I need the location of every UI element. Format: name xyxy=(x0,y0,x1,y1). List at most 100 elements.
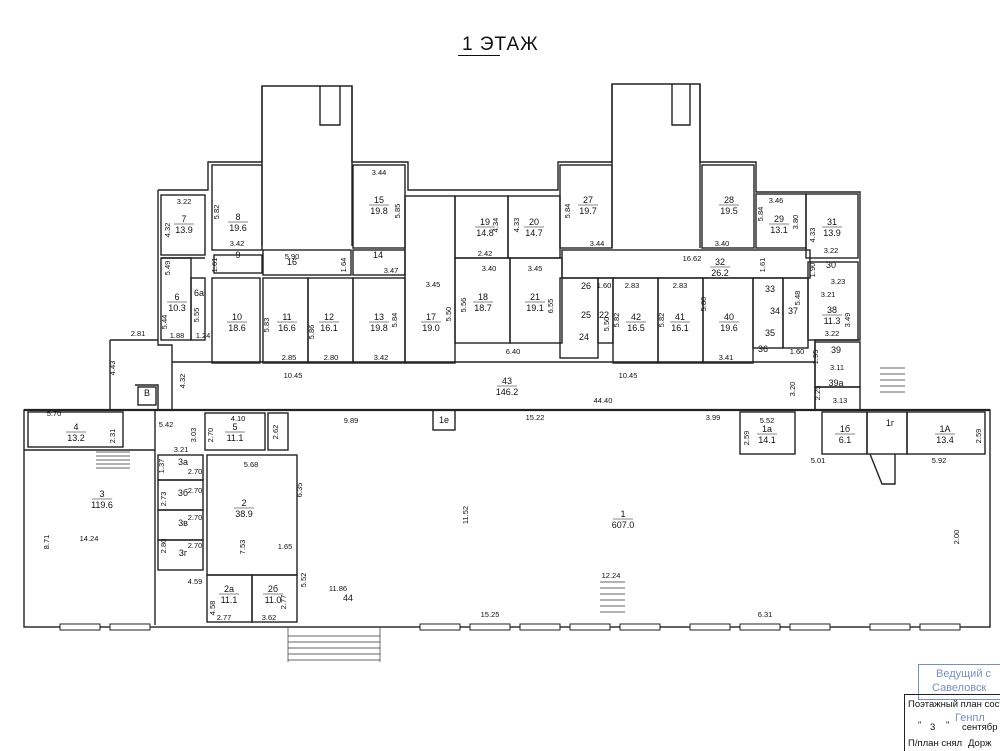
dimension-label: 2.59 xyxy=(742,431,751,446)
dimension-label: 2.80 xyxy=(159,539,168,554)
room-number-r32: 32 xyxy=(715,257,725,267)
stamp-line-1: Ведущий с xyxy=(936,668,992,680)
dimension-label: 3.22 xyxy=(824,246,839,255)
dimension-label: 5.84 xyxy=(390,313,399,328)
room-area-r20: 14.7 xyxy=(525,228,543,238)
room-number-r27: 27 xyxy=(583,195,593,205)
dimension-label: 10.45 xyxy=(619,371,638,380)
room-area-r13: 19.8 xyxy=(370,323,388,333)
room-number-r5: 5 xyxy=(232,422,237,432)
dimension-label: 5.56 xyxy=(459,298,468,313)
room-number-r28: 28 xyxy=(724,195,734,205)
room-number-r16: 16 xyxy=(287,257,297,267)
room-number-r3a: 3а xyxy=(178,457,188,467)
dimension-label: 5.42 xyxy=(159,420,174,429)
stairs xyxy=(96,367,905,662)
dimension-label: 5.52 xyxy=(299,573,308,588)
dimension-label: 2.83 xyxy=(625,281,640,290)
note-quote-close: " xyxy=(946,720,950,731)
dimension-label: 4.10 xyxy=(231,414,246,423)
room-number-r19: 19 xyxy=(480,217,490,227)
room-number-r33: 33 xyxy=(765,284,775,294)
dimension-label: 3.49 xyxy=(843,313,852,328)
dimension-label: 11.86 xyxy=(329,584,347,593)
room-number-r17: 17 xyxy=(426,312,436,322)
room-number-r39a: 39а xyxy=(828,378,843,388)
dimension-label: 5.82 xyxy=(212,205,221,220)
room-number-r22: 22 xyxy=(599,310,609,320)
dimension-label: 5.85 xyxy=(393,204,402,219)
room-number-r3v: 3в xyxy=(178,518,188,528)
dimension-label: 5.92 xyxy=(932,456,947,465)
room-area-r2b: 11.0 xyxy=(265,595,282,605)
dimension-label: 2.70 xyxy=(188,486,203,495)
note-month: сентябр xyxy=(962,722,998,733)
plan-title: 1 ЭТАЖ xyxy=(462,34,539,55)
room-area-r12: 16.1 xyxy=(320,323,338,333)
dimension-label: 3.45 xyxy=(426,280,441,289)
room-number-r1A: 1А xyxy=(939,424,950,434)
room-area-r1A: 13.4 xyxy=(936,435,954,445)
dimension-label: 5.48 xyxy=(793,291,802,306)
room-area-r27: 19.7 xyxy=(579,206,597,216)
room-area-r1: 607.0 xyxy=(612,520,635,530)
room-number-r2b: 2б xyxy=(268,584,278,594)
room-number-r21: 21 xyxy=(530,292,540,302)
room-number-r25: 25 xyxy=(581,310,591,320)
room-number-r2: 2 xyxy=(241,498,246,508)
dimension-label: 1.65 xyxy=(278,542,293,551)
room-number-r1g: 1г xyxy=(886,418,895,428)
dimension-label: 5.44 xyxy=(160,315,169,330)
dimension-label: 6.55 xyxy=(546,299,555,314)
dimension-label: 3.22 xyxy=(825,329,840,338)
dimension-label: 2.00 xyxy=(952,530,961,545)
room-number-r39: 39 xyxy=(831,345,841,355)
dimension-label: 4.43 xyxy=(108,361,117,376)
dimension-label: 1.61 xyxy=(210,258,219,273)
room-area-r40: 19.6 xyxy=(720,323,738,333)
dimension-label: 2.31 xyxy=(108,429,117,444)
stair-left xyxy=(96,451,130,469)
dimension-label: 4.32 xyxy=(178,374,187,389)
dimension-label: 1.95 xyxy=(811,350,820,365)
stair-right xyxy=(880,367,905,393)
dimension-label: 7.53 xyxy=(238,540,247,555)
room-number-r14: 14 xyxy=(373,250,383,260)
room-area-r7: 13.9 xyxy=(175,225,193,235)
room-area-r2: 38.9 xyxy=(235,509,253,519)
room-number-r4: 4 xyxy=(73,422,78,432)
dimension-label: 12.24 xyxy=(602,571,621,580)
room-area-r32: 26.2 xyxy=(711,268,729,278)
dimension-label: 2.73 xyxy=(159,492,168,507)
dimension-label: 3.11 xyxy=(830,363,844,372)
dimension-label: 6.35 xyxy=(295,483,304,498)
room-area-r18: 18.7 xyxy=(474,303,492,313)
dimension-label: 1.60 xyxy=(790,347,805,356)
room-area-r21: 19.1 xyxy=(526,303,544,313)
dimension-label: 3.45 xyxy=(528,264,543,273)
room-area-r29: 13.1 xyxy=(770,225,788,235)
room-number-r44: 44 xyxy=(343,593,353,603)
room-area-r19: 14.8 xyxy=(476,228,494,238)
room-number-r12: 12 xyxy=(324,312,334,322)
dimension-label: 9.89 xyxy=(344,416,359,425)
room-number-r20: 20 xyxy=(529,217,539,227)
dimension-label: 5.84 xyxy=(563,204,572,219)
dimension-label: 5.52 xyxy=(760,416,775,425)
dimension-label: 2.59 xyxy=(974,429,983,444)
room-number-r30: 30 xyxy=(826,260,836,270)
dimension-label: 14.24 xyxy=(80,534,99,543)
dimension-label: 1.61 xyxy=(758,258,767,273)
dimension-label: 3.20 xyxy=(788,382,797,397)
dimension-label: 44.40 xyxy=(594,396,613,405)
wall-room-7 xyxy=(160,194,206,256)
room-area-r15: 19.8 xyxy=(370,206,388,216)
room-area-r38: 11.3 xyxy=(824,316,841,326)
room-area-r41: 16.1 xyxy=(671,323,689,333)
room-number-r26: 26 xyxy=(581,281,591,291)
dimension-label: 3.41 xyxy=(719,353,734,362)
room-area-r42: 16.5 xyxy=(627,323,645,333)
dimension-label: 2.83 xyxy=(673,281,688,290)
dimension-label: 15.25 xyxy=(481,610,500,619)
note-quote-open: " xyxy=(918,720,922,731)
